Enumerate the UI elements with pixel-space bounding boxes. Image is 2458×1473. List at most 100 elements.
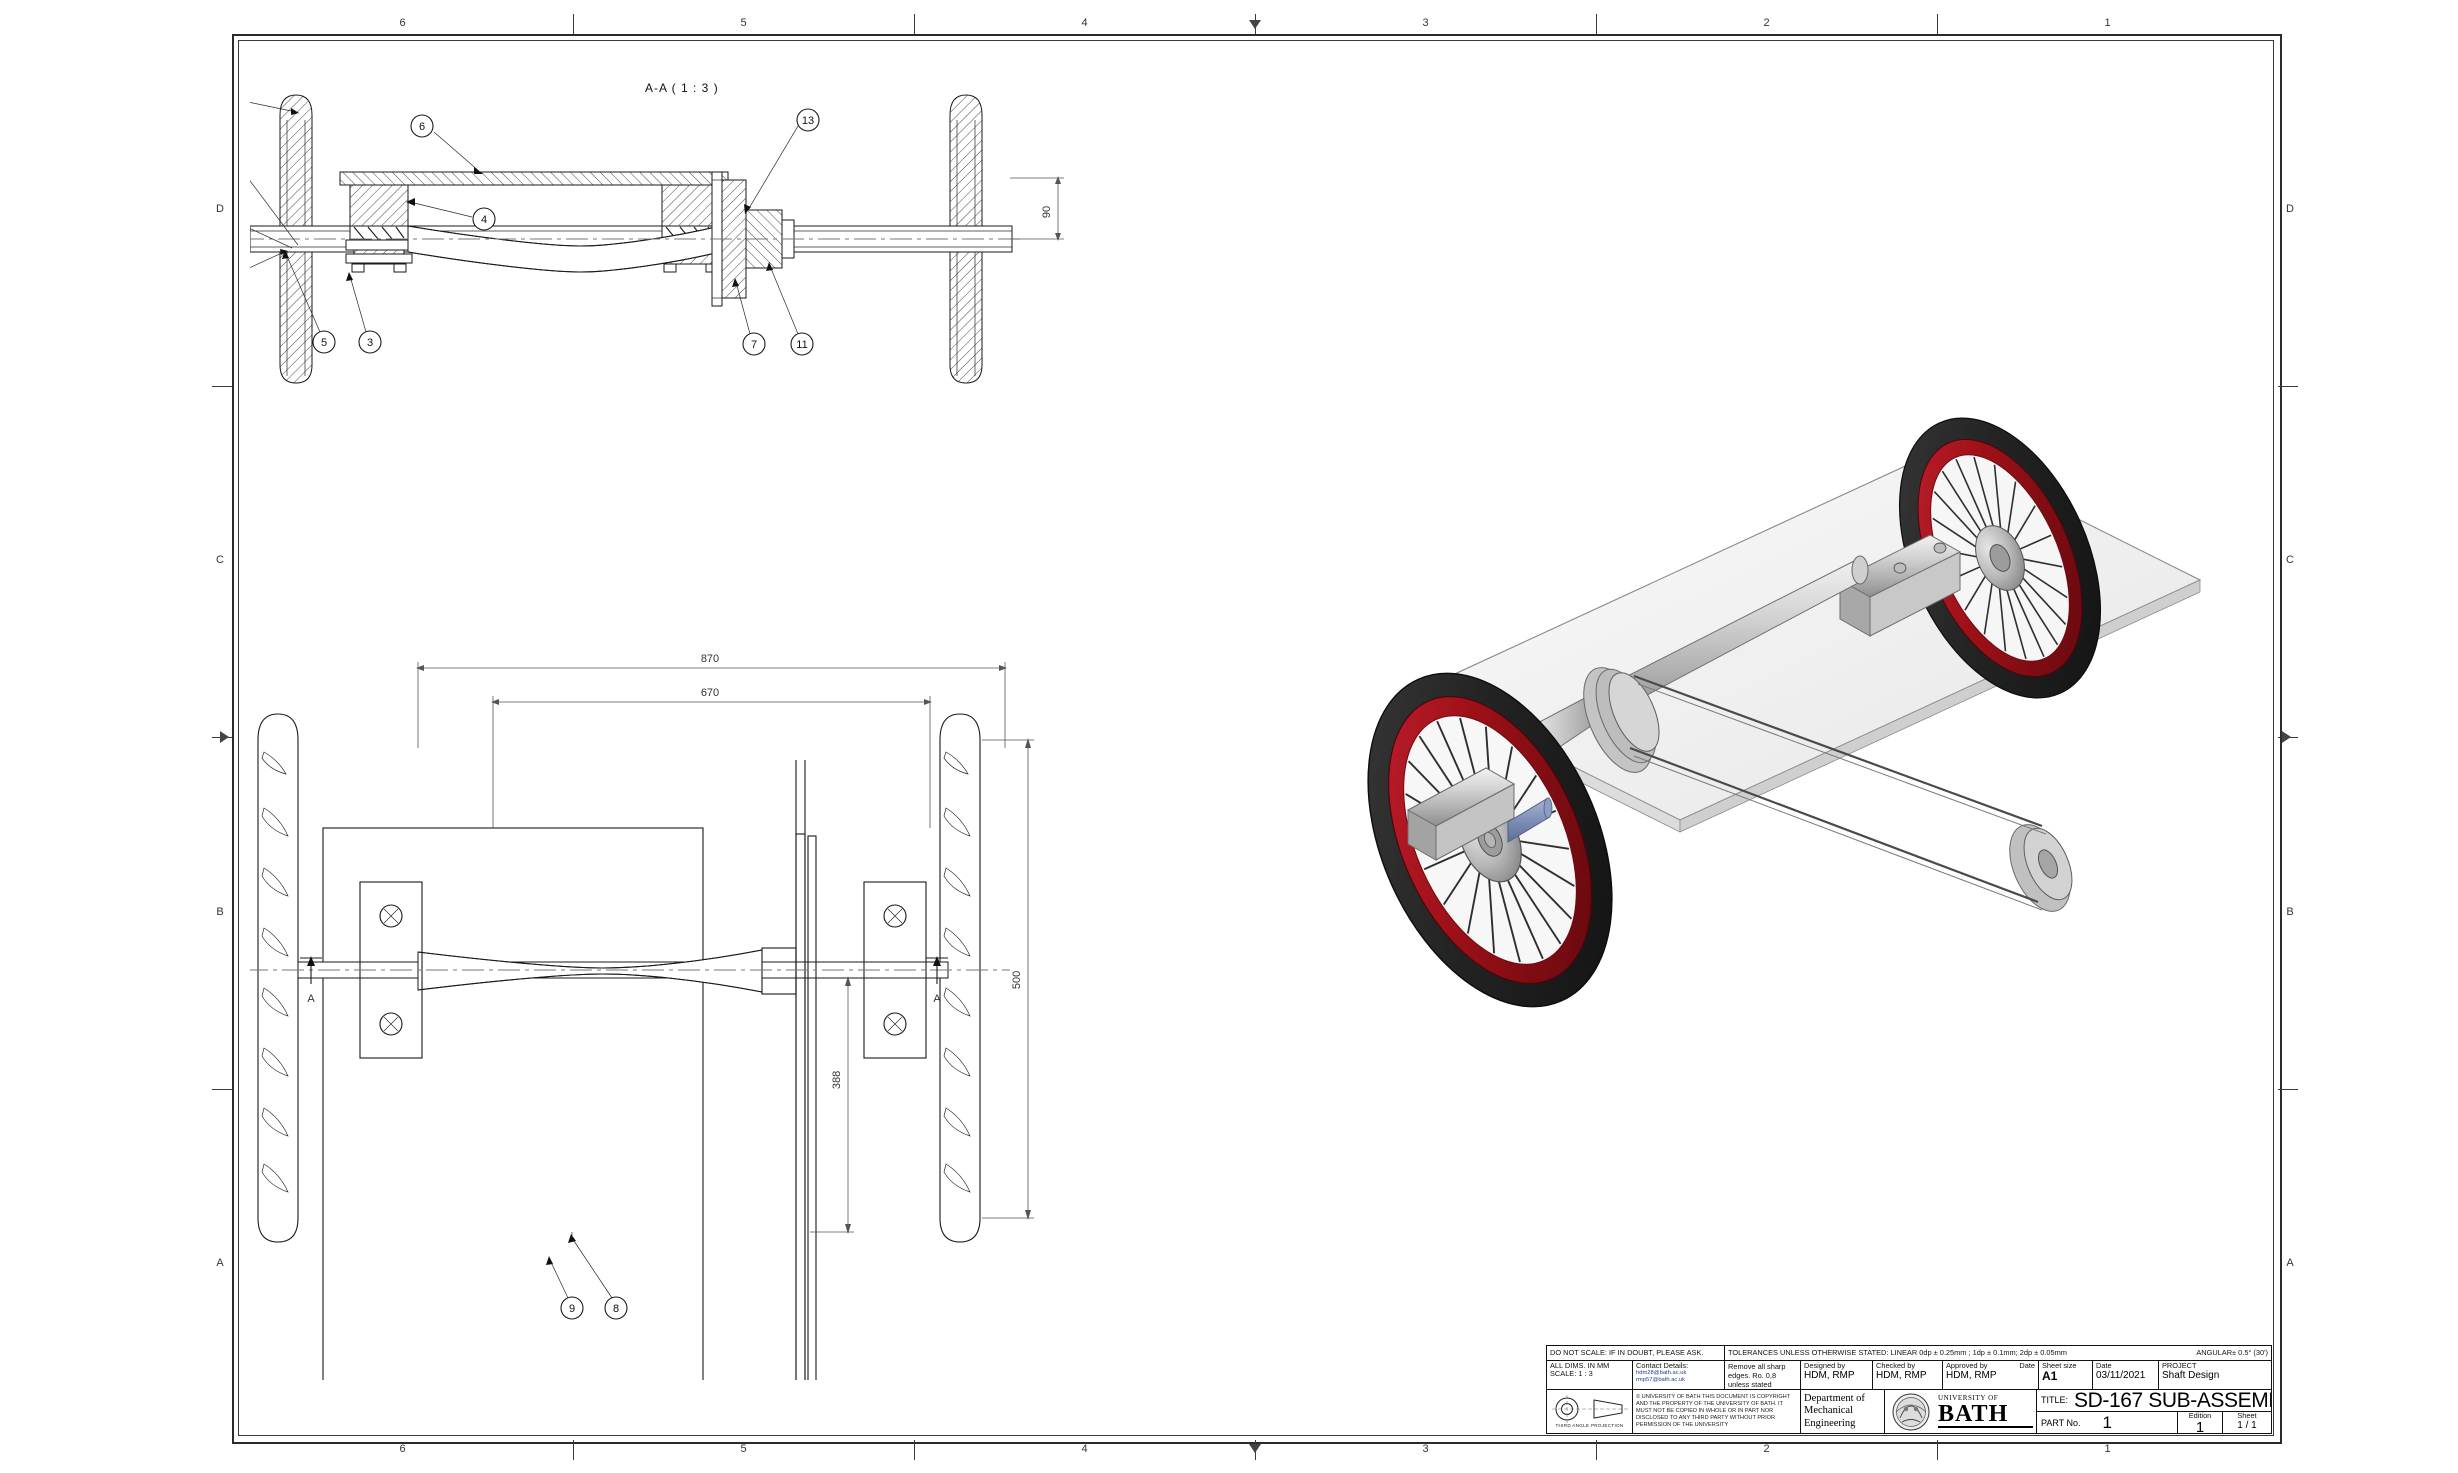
zone-left-A: A xyxy=(216,1257,224,1270)
wheel-spoke xyxy=(1466,865,1482,934)
zone-bottom-1: 1 xyxy=(2104,1443,2111,1455)
title-block-row-identity: THIRD ANGLE PROJECTION © UNIVERSITY OF B… xyxy=(1547,1390,2271,1433)
svg-text:7: 7 xyxy=(751,339,757,351)
section-mark-a-right: A xyxy=(926,956,948,1005)
zone-tick-right-3 xyxy=(2278,1088,2298,1090)
zone-left-B: B xyxy=(216,905,224,918)
wheel-spoke xyxy=(1941,470,1986,539)
zone-tick-top-5 xyxy=(1937,14,1938,34)
balloon-13: 13 xyxy=(744,108,820,214)
section-mark-a-left-text: A xyxy=(307,993,315,1005)
zone-left-C: C xyxy=(216,554,224,567)
wheel-spoke xyxy=(1508,865,1562,945)
university-of-label: UNIVERSITY OF xyxy=(1938,1393,1999,1402)
section-mark-a-left: A xyxy=(300,956,322,1005)
drawing-title: SD-167 SUB-ASSEMBLY xyxy=(2074,1390,2271,1412)
zone-left-D: D xyxy=(216,202,224,215)
edition-label: Edition xyxy=(2188,1411,2212,1420)
part-no-label: PART No. xyxy=(2041,1417,2081,1428)
tolerance-note: TOLERANCES UNLESS OTHERWISE STATED: LINE… xyxy=(1728,1347,2067,1357)
zone-tick-top-1 xyxy=(573,14,574,34)
scale-label: SCALE: 1 : 3 xyxy=(1550,1369,1593,1379)
checked-by-label: Checked by xyxy=(1876,1361,1916,1370)
balloon-2: 2 xyxy=(250,102,299,115)
projection-caption: THIRD ANGLE PROJECTION xyxy=(1555,1422,1624,1428)
approved-date-label: Date xyxy=(2019,1361,2035,1370)
projection-symbol-cell: THIRD ANGLE PROJECTION xyxy=(1547,1390,1633,1433)
zone-tick-right-1 xyxy=(2278,385,2298,387)
zone-tick-bottom-2 xyxy=(914,1440,915,1460)
wheel-spoke xyxy=(1423,848,1470,871)
zone-tick-left-1 xyxy=(212,385,232,387)
wheel-spoke xyxy=(1442,858,1475,906)
dimension-90 xyxy=(1010,176,1064,241)
wheel-spoke xyxy=(1487,870,1496,954)
wheel-spoke xyxy=(2011,505,2036,545)
zone-bottom-5: 5 xyxy=(740,1443,747,1455)
wheel-spoke xyxy=(1933,491,1983,544)
angular-tolerance-note: ANGULAR± 0.5° (30') xyxy=(2196,1347,2268,1357)
title-block-row-fields: ALL DIMS. IN MM SCALE: 1 : 3 Contact Det… xyxy=(1547,1361,2271,1390)
wheel-spoke xyxy=(1514,849,1575,887)
wheel-spoke xyxy=(1955,459,1991,535)
svg-text:4: 4 xyxy=(481,214,487,226)
zone-right-C: C xyxy=(2286,554,2294,567)
dimension-670-text: 670 xyxy=(701,687,719,699)
wheel-spoke xyxy=(2009,581,2045,657)
zone-tick-bottom-1 xyxy=(573,1440,574,1460)
balloon-9: 9 xyxy=(546,1256,584,1320)
wheel-spoke xyxy=(1964,571,1989,611)
date-label: Date xyxy=(2096,1361,2112,1370)
university-name: BATH xyxy=(1938,1400,2009,1427)
do-not-scale-note: DO NOT SCALE: IF IN DOUBT, PLEASE ASK. xyxy=(1550,1347,1704,1357)
svg-text:9: 9 xyxy=(569,1303,575,1315)
project-label: PROJECT xyxy=(2162,1361,2197,1370)
wheel-spoke xyxy=(2004,582,2027,660)
wheel-spoke xyxy=(1514,839,1570,850)
title-label: TITLE: xyxy=(2041,1395,2069,1406)
svg-text:6: 6 xyxy=(419,121,425,133)
balloon-11: 11 xyxy=(766,262,814,356)
section-view-aa: A-A ( 1 : 3 ) xyxy=(250,81,1064,384)
wheel-spoke xyxy=(1973,456,1996,534)
zone-top-2: 2 xyxy=(1763,17,1770,29)
wheel-spoke xyxy=(1932,517,1981,551)
contact-details-label: Contact Details: xyxy=(1636,1361,1689,1370)
dimension-500-text: 500 xyxy=(1011,971,1023,989)
plan-view: 870 670 xyxy=(250,653,1034,1380)
sprocket-chain-drive xyxy=(1583,667,2073,912)
bearing-block-far xyxy=(1838,534,1962,637)
remove-edges-note: Remove all sharp edges. Ro. 0,8 unless s… xyxy=(1728,1362,1786,1389)
title-block-row-notes: DO NOT SCALE: IF IN DOUBT, PLEASE ASK. T… xyxy=(1547,1346,2271,1361)
wheel-spoke xyxy=(1495,872,1521,963)
centre-mark-bottom xyxy=(1249,1444,1261,1453)
zone-bottom-3: 3 xyxy=(1422,1443,1429,1455)
university-crest-icon xyxy=(1892,1393,1930,1430)
centre-mark-top xyxy=(1249,20,1261,29)
zone-top-1: 1 xyxy=(2104,17,2111,29)
axle-stub-blue xyxy=(1507,797,1553,843)
dimension-388-text: 388 xyxy=(831,1071,843,1089)
balloon-5: 5 xyxy=(282,250,336,354)
wheel-spoke xyxy=(1993,464,2002,535)
drawing-frame-inner xyxy=(238,40,2274,1436)
zone-bottom-6: 6 xyxy=(399,1443,406,1455)
wheel-spoke xyxy=(1998,581,2007,652)
part-no-value: 1 xyxy=(2102,1413,2112,1433)
zone-tick-bottom-5 xyxy=(1937,1440,1938,1460)
sheet-size-value: A1 xyxy=(2042,1369,2058,1384)
contact-email-1[interactable]: hdm28@bath.ac.uk xyxy=(1636,1370,1687,1377)
wheel-right-plan xyxy=(939,713,981,1243)
dimension-500 xyxy=(982,738,1034,1220)
svg-text:3: 3 xyxy=(367,337,373,349)
contact-email-2[interactable]: rmp57@bath.ac.uk xyxy=(1636,1376,1686,1383)
balloon-6: 6 xyxy=(410,114,483,174)
dimension-90-text: 90 xyxy=(1041,206,1053,218)
wheel-spoke xyxy=(2017,572,2067,625)
designed-by-label: Designed by xyxy=(1804,1361,1846,1370)
wheel-spoke xyxy=(2014,577,2059,646)
edition-value: 1 xyxy=(2195,1419,2205,1433)
copyright-notice: © UNIVERSITY OF BATH THIS DOCUMENT IS CO… xyxy=(1636,1394,1791,1428)
third-angle-projection-icon xyxy=(1551,1394,1628,1423)
